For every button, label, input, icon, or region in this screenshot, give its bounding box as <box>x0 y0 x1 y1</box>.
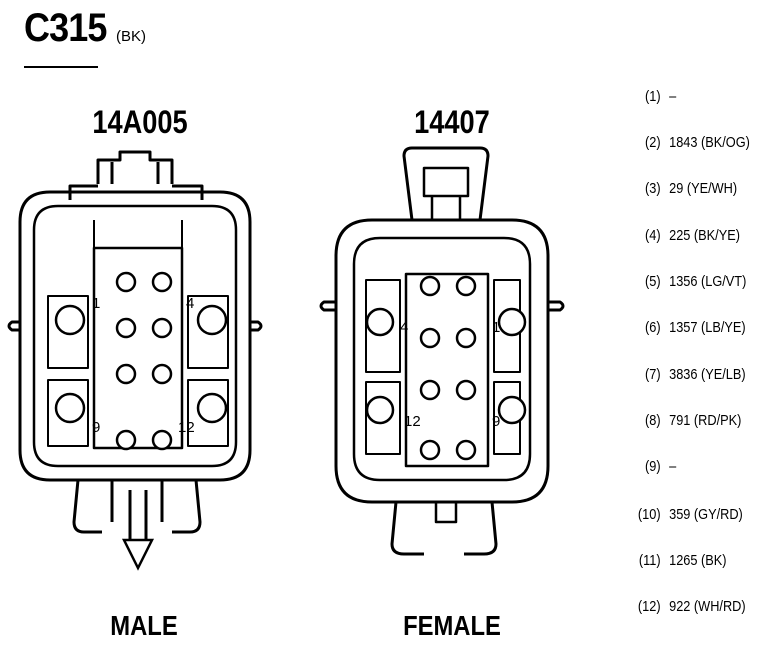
pinout-row: (11) 1265 (BK) <box>630 552 727 574</box>
pinout-row: (7) 3836 (YE/LB) <box>630 366 746 388</box>
pin-number: (4) <box>645 227 661 244</box>
female-gender-label: FEMALE <box>403 610 501 641</box>
male-pin-label-1: 1 <box>92 295 100 312</box>
pin-circuit: 29 (YE/WH) <box>669 180 738 197</box>
female-part-number: 14407 <box>414 104 490 140</box>
pin-number: (9) <box>645 458 661 475</box>
female-pin-label-1: 1 <box>492 319 500 336</box>
pin-circuit: 359 (GY/RD) <box>669 506 743 523</box>
title-underline <box>24 66 98 68</box>
pin-circuit: 225 (BK/YE) <box>669 227 740 244</box>
male-center-insert <box>92 246 184 450</box>
pin-number: (8) <box>645 412 661 429</box>
male-mating-arrow <box>121 538 155 571</box>
pinout-row: (2) 1843 (BK/OG) <box>630 134 750 156</box>
pinout-row: (10) 359 (GY/RD) <box>630 506 743 528</box>
pin-circuit: 922 (WH/RD) <box>669 598 746 615</box>
pinout-row: (3) 29 (YE/WH) <box>630 180 737 202</box>
male-gender-label: MALE <box>110 610 178 641</box>
male-part-number: 14A005 <box>92 104 188 140</box>
male-pin-label-4: 4 <box>186 295 194 312</box>
female-top-latch <box>402 146 490 221</box>
connector-title: C315 <box>24 6 107 50</box>
pin-circuit: 1265 (BK) <box>669 552 727 569</box>
male-pin-cavities <box>54 271 228 451</box>
pin-circuit: 1843 (BK/OG) <box>669 134 750 151</box>
pin-number: (6) <box>645 319 661 336</box>
female-pin-label-12: 12 <box>404 413 421 430</box>
pin-number: (12) <box>637 598 661 615</box>
pinout-row: (6) 1357 (LB/YE) <box>630 319 746 341</box>
pinout-row: (12) 922 (WH/RD) <box>630 598 746 620</box>
female-pin-label-9: 9 <box>492 413 500 430</box>
female-pin-label-4: 4 <box>400 319 408 336</box>
pinout-row: (9)– <box>630 458 676 480</box>
male-pin-label-9: 9 <box>92 419 100 436</box>
pinout-row: (1)– <box>630 88 676 110</box>
pin-circuit: 1356 (LG/VT) <box>669 273 747 290</box>
pin-number: (1) <box>645 88 661 105</box>
pinout-row: (4) 225 (BK/YE) <box>630 227 740 249</box>
female-inner-housing <box>352 236 532 482</box>
pin-number: (10) <box>637 506 661 523</box>
pin-number: (5) <box>645 273 661 290</box>
female-outer-housing <box>334 218 550 504</box>
pinout-row: (5) 1356 (LG/VT) <box>630 273 746 295</box>
female-pin-cavities <box>365 275 527 461</box>
male-top-latch <box>96 150 174 184</box>
male-inner-housing <box>32 204 238 468</box>
pin-number: (11) <box>638 552 661 569</box>
pin-number: (3) <box>645 180 661 197</box>
male-pin-label-12: 12 <box>178 419 195 436</box>
female-connector-diagram: 4 1 12 9 <box>319 146 565 556</box>
pin-circuit: – <box>669 458 677 475</box>
pin-circuit: 3836 (YE/LB) <box>669 366 746 383</box>
pin-number: (2) <box>645 134 661 151</box>
female-center-insert <box>404 272 490 468</box>
pin-circuit: 791 (RD/PK) <box>669 412 742 429</box>
male-connector-diagram: 1 4 9 12 <box>7 150 263 571</box>
male-outer-housing <box>18 190 252 482</box>
connector-color-code: (BK) <box>116 28 146 45</box>
pin-number: (7) <box>645 366 661 383</box>
pin-circuit: – <box>669 88 677 105</box>
pin-circuit: 1357 (LB/YE) <box>669 319 746 336</box>
pinout-row: (8) 791 (RD/PK) <box>630 412 741 434</box>
